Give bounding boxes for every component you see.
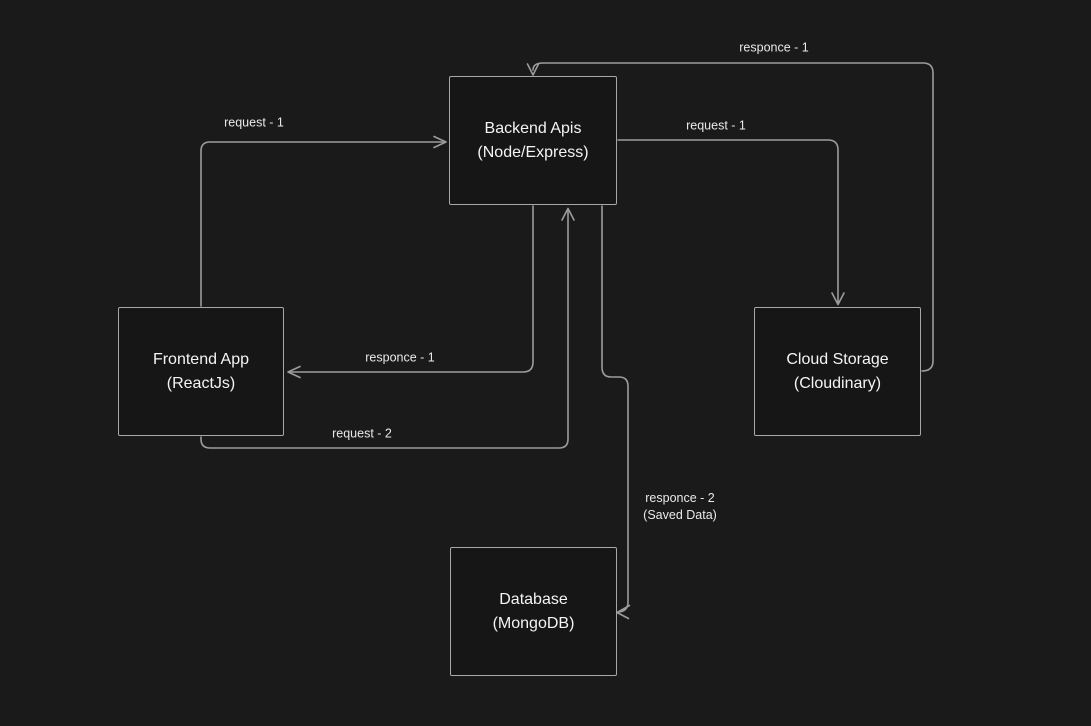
node-database-title: Database [499,590,568,608]
edge-label-responce2-backend-database: responce - 2 (Saved Data) [639,489,721,525]
node-frontend-app: Frontend App (ReactJs) [118,307,284,436]
arrowhead-backend-to-cloud-request1 [831,292,845,306]
arrow-backend-to-database-responce2 [601,205,629,613]
node-cloud-subtitle: (Cloudinary) [793,374,882,392]
arrowhead-cloud-to-backend-responce1 [526,63,540,76]
edge-label-responce2-line2: (Saved Data) [643,508,717,522]
arrow-backend-to-frontend-responce1 [289,205,534,373]
edge-label-request1-backend-cloud: request - 1 [682,116,750,136]
node-backend-subtitle: (Node/Express) [477,143,589,161]
arrowhead-backend-to-database-responce2 [616,604,631,620]
node-database: Database (MongoDB) [450,547,617,676]
node-backend-title: Backend Apis [484,119,582,137]
edge-label-request2-frontend-backend: request - 2 [328,424,396,444]
node-database-subtitle: (MongoDB) [492,614,575,632]
arrow-frontend-to-backend-request1 [200,141,445,307]
edge-label-request1-frontend-backend: request - 1 [220,113,288,133]
arrow-cloud-to-backend-responce1 [532,62,934,372]
node-cloud-storage: Cloud Storage (Cloudinary) [754,307,921,436]
node-frontend-title: Frontend App [152,350,250,368]
arrowhead-frontend-to-backend-request2 [561,207,575,221]
arrowhead-frontend-to-backend-request1 [433,135,447,149]
arrow-backend-to-cloud-request1 [617,139,839,303]
edge-label-responce1-backend-frontend: responce - 1 [361,348,439,368]
node-backend-apis: Backend Apis (Node/Express) [449,76,617,205]
edge-label-responce2-line1: responce - 2 [645,491,715,505]
edge-label-responce1-cloud-backend: responce - 1 [735,38,813,58]
node-frontend-subtitle: (ReactJs) [166,374,236,392]
arrowhead-backend-to-frontend-responce1 [287,365,301,379]
arrow-frontend-to-backend-request2 [200,209,569,449]
node-cloud-title: Cloud Storage [786,350,889,368]
